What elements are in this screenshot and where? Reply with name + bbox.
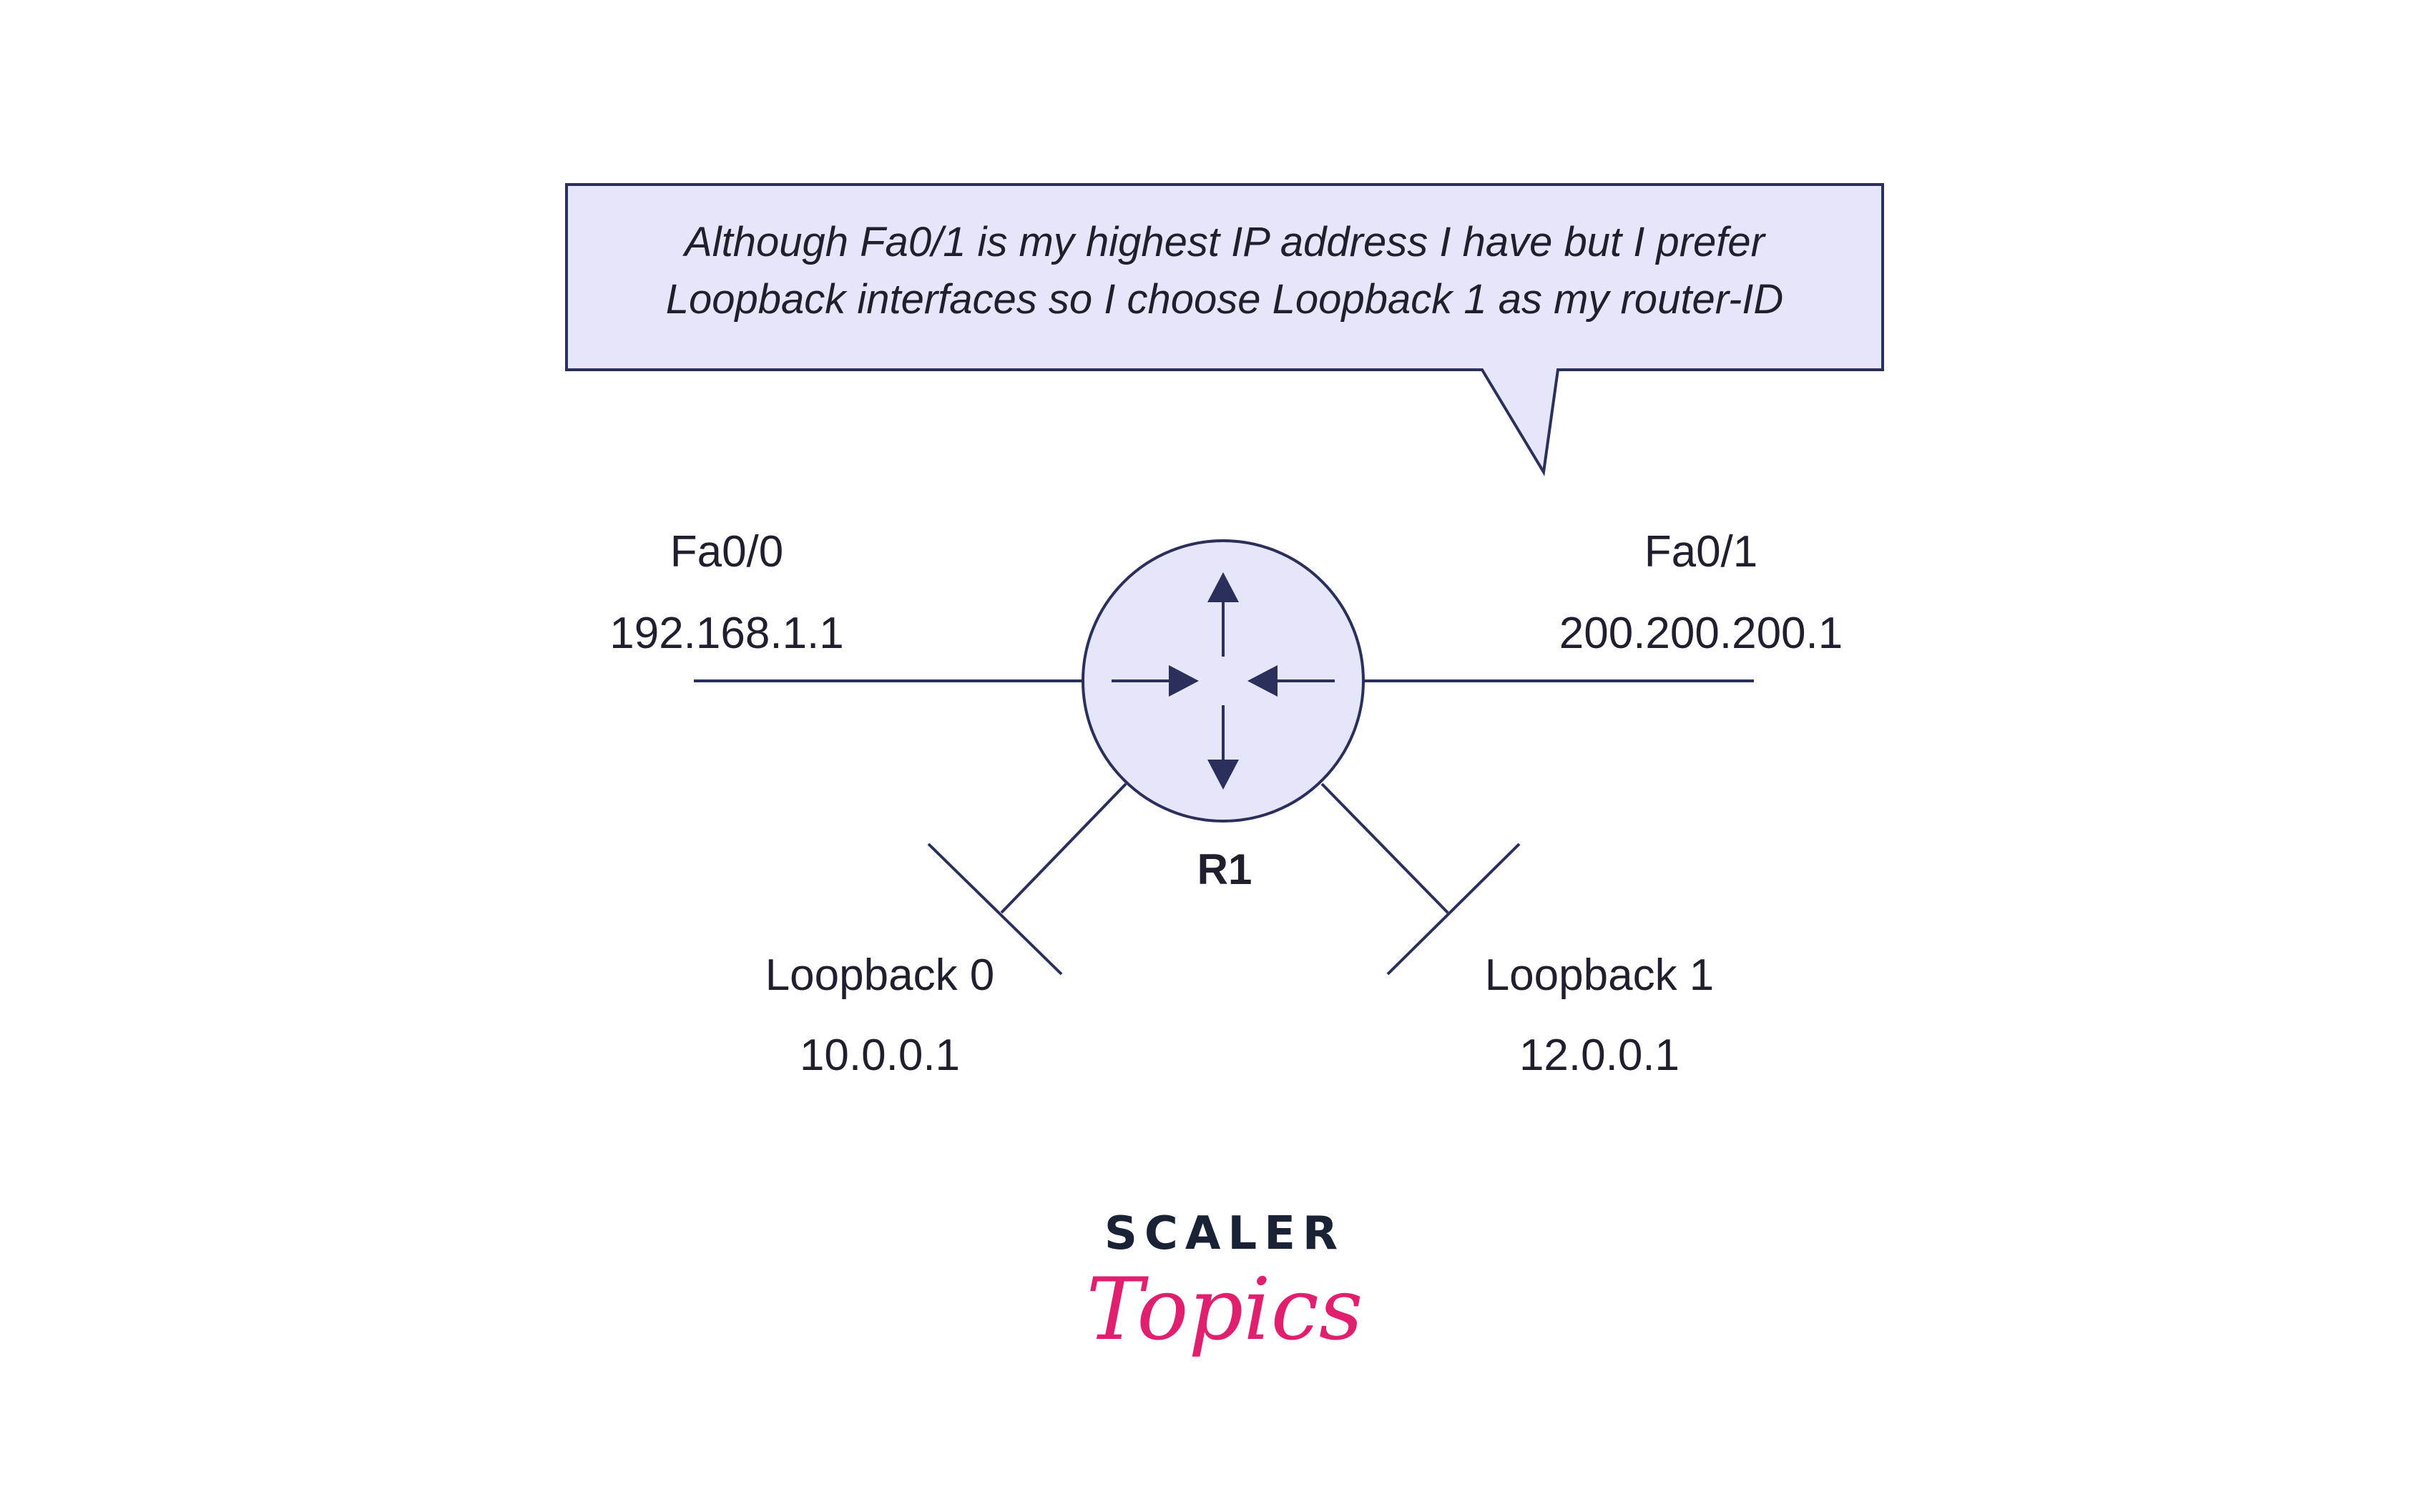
router-r1 bbox=[1082, 539, 1365, 823]
loopback-1-ip: 12.0.0.1 bbox=[1519, 1031, 1680, 1080]
router-label: R1 bbox=[1197, 845, 1252, 893]
fa0-1-name: Fa0/1 bbox=[1644, 527, 1758, 576]
loopback-1-name: Loopback 1 bbox=[1485, 951, 1715, 1000]
scaler-topics-logo: SCALER Topics bbox=[1087, 1207, 1363, 1360]
callout-line-1: Although Fa0/1 is my highest IP address … bbox=[682, 219, 1767, 265]
link-loopback-1 bbox=[1320, 782, 1449, 914]
fa0-0-ip: 192.168.1.1 bbox=[609, 609, 844, 658]
loopback-0-ip: 10.0.0.1 bbox=[800, 1031, 960, 1080]
logo-topics-text: Topics bbox=[1087, 1260, 1363, 1360]
loopback-0-endcap bbox=[927, 843, 1063, 976]
router-icon bbox=[1082, 539, 1365, 823]
arrow-right-icon bbox=[1169, 665, 1199, 697]
arrow-down-icon bbox=[1207, 760, 1239, 790]
logo-scaler-text: SCALER bbox=[1104, 1207, 1345, 1260]
loopback-0-name: Loopback 0 bbox=[765, 951, 995, 1000]
speech-callout bbox=[565, 183, 1884, 476]
fa0-1-ip: 200.200.200.1 bbox=[1559, 609, 1843, 658]
arrow-left-icon bbox=[1247, 665, 1278, 697]
fa0-0-name: Fa0/0 bbox=[670, 527, 784, 576]
link-loopback-0 bbox=[1000, 782, 1127, 914]
callout-line-2: Loopback interfaces so I choose Loopback… bbox=[666, 276, 1784, 323]
arrow-up-icon bbox=[1207, 572, 1239, 602]
loopback-1-endcap bbox=[1386, 843, 1521, 976]
